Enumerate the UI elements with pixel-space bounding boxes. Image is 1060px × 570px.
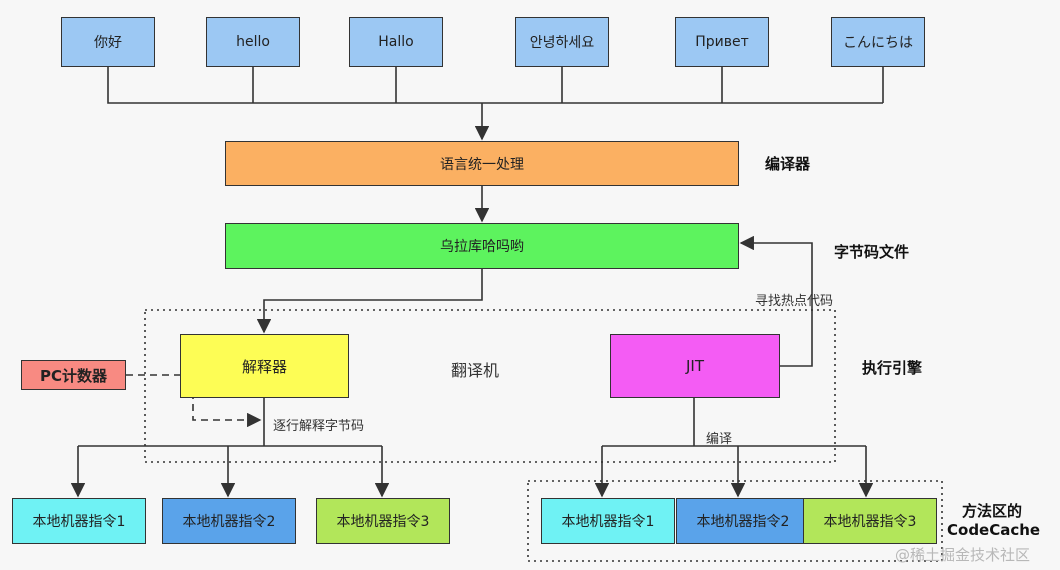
interpret-bytecode-label: 逐行解释字节码 (273, 419, 365, 434)
lang-box-japanese: こんにちは (831, 17, 925, 67)
jit-box: JIT (610, 334, 780, 398)
compiler-box: 语言统一处理 (225, 141, 739, 186)
codecache-frame (527, 480, 943, 562)
translator-label: 翻译机 (451, 361, 500, 380)
arrow-hotspot-to-bytecode (739, 235, 813, 367)
left-instruction-3: 本地机器指令3 (316, 498, 450, 544)
compiler-label: 编译器 (765, 155, 811, 173)
codecache-label: CodeCache (947, 521, 1041, 539)
left-instruction-1: 本地机器指令1 (12, 498, 146, 544)
bytecode-label: 字节码文件 (834, 243, 910, 261)
method-area-label: 方法区的 (962, 502, 1023, 520)
right-instruction-2: 本地机器指令2 (676, 498, 810, 544)
lang-box-russian: Привет (675, 17, 769, 67)
interpreter-box: 解释器 (180, 334, 349, 398)
lang-box-german: Hallo (349, 17, 443, 67)
compile-label: 编译 (706, 432, 733, 447)
left-instruction-2: 本地机器指令2 (162, 498, 296, 544)
execution-engine-label: 执行引擎 (862, 359, 923, 377)
jit-fanout (602, 398, 866, 447)
execution-engine-frame (144, 309, 836, 463)
right-instruction-3: 本地机器指令3 (803, 498, 937, 544)
watermark: @稀土掘金技术社区 (895, 546, 1031, 564)
lang-box-korean: 안녕하세요 (515, 17, 609, 67)
bytecode-box: 乌拉库哈吗哟 (225, 223, 739, 269)
right-instruction-1: 本地机器指令1 (541, 498, 675, 544)
pc-counter-box: PC计数器 (21, 360, 126, 390)
hotspot-label: 寻找热点代码 (755, 294, 834, 309)
arrow-to-interpreter (256, 269, 483, 334)
interpreter-fanout (78, 398, 382, 447)
language-connector (107, 67, 884, 104)
lang-box-english: hello (206, 17, 300, 67)
lang-box-chinese: 你好 (61, 17, 155, 67)
